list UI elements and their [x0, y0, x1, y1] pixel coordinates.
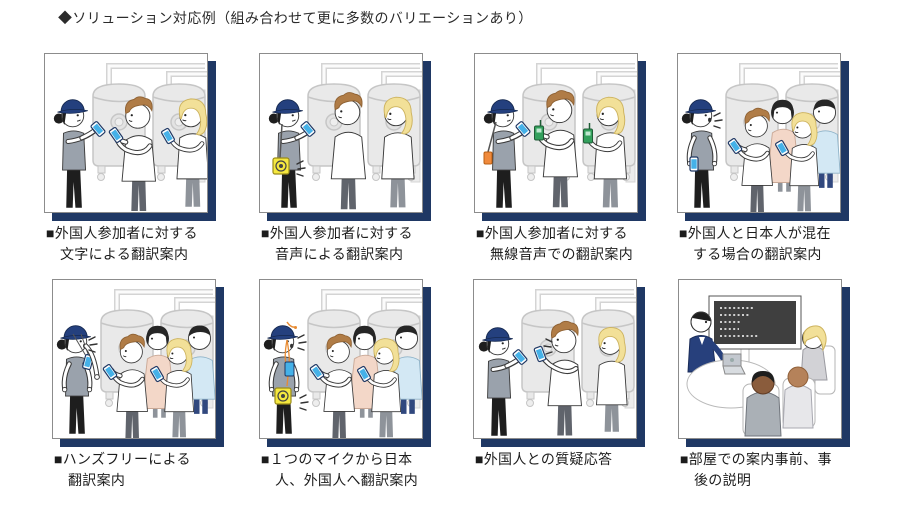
illustration-box	[52, 279, 216, 439]
caption-line: ■外国人との質疑応答	[475, 451, 613, 467]
panel-caption: ■１つのマイクから日本 人、外国人へ翻訳案内	[259, 449, 435, 491]
illustration-text-translation	[45, 54, 207, 212]
panel-one-mic-translation: ■１つのマイクから日本 人、外国人へ翻訳案内	[259, 279, 435, 491]
illustration-one-mic-translation	[260, 280, 422, 438]
caption-line: 文字による翻訳案内	[60, 246, 189, 262]
caption-line: ■１つのマイクから日本	[261, 451, 413, 467]
panel-caption: ■外国人参加者に対する 音声による翻訳案内	[259, 223, 435, 265]
illustration-box	[259, 279, 423, 439]
panel-caption: ■外国人参加者に対する 文字による翻訳案内	[44, 223, 220, 265]
panel-text-translation: ■外国人参加者に対する 文字による翻訳案内	[44, 53, 220, 265]
caption-line: ■外国人と日本人が混在	[679, 225, 831, 241]
caption-line: 後の説明	[694, 472, 752, 488]
caption-line: する場合の翻訳案内	[693, 246, 822, 262]
panel-caption: ■外国人との質疑応答	[473, 449, 649, 470]
panel-caption: ■ハンズフリーによる 翻訳案内	[52, 449, 228, 491]
caption-line: ■部屋での案内事前、事	[680, 451, 832, 467]
illustration-box	[473, 279, 637, 439]
caption-line: ■外国人参加者に対する	[476, 225, 628, 241]
panel-caption: ■外国人参加者に対する 無線音声での翻訳案内	[474, 223, 650, 265]
panel-qa-with-foreigners: ■外国人との質疑応答	[473, 279, 649, 470]
panel-handsfree-translation: ■ハンズフリーによる 翻訳案内	[52, 279, 228, 491]
caption-line: 翻訳案内	[68, 472, 126, 488]
page-title: ◆ソリューション対応例（組み合わせて更に多数のバリエーションあり）	[58, 10, 533, 26]
illustration-box	[677, 53, 841, 213]
panel-caption: ■外国人と日本人が混在 する場合の翻訳案内	[677, 223, 853, 265]
illustration-box	[259, 53, 423, 213]
panel-wireless-voice-translation: ■外国人参加者に対する 無線音声での翻訳案内	[474, 53, 650, 265]
illustration-box	[678, 279, 842, 439]
caption-line: 無線音声での翻訳案内	[490, 246, 633, 262]
panel-room-briefing: ■部屋での案内事前、事 後の説明	[678, 279, 854, 491]
illustration-qa-with-foreigners	[474, 280, 636, 438]
caption-line: 音声による翻訳案内	[275, 246, 404, 262]
caption-line: 人、外国人へ翻訳案内	[275, 472, 418, 488]
caption-line: ■外国人参加者に対する	[46, 225, 198, 241]
panel-mixed-audience-translation: ■外国人と日本人が混在 する場合の翻訳案内	[677, 53, 853, 265]
caption-line: ■ハンズフリーによる	[54, 451, 191, 467]
illustration-box	[44, 53, 208, 213]
illustration-mixed-audience-translation	[678, 54, 840, 212]
panel-voice-translation: ■外国人参加者に対する 音声による翻訳案内	[259, 53, 435, 265]
illustration-voice-translation	[260, 54, 422, 212]
illustration-box	[474, 53, 638, 213]
illustration-wireless-voice-translation	[475, 54, 637, 212]
laptop	[722, 353, 746, 375]
caption-line: ■外国人参加者に対する	[261, 225, 413, 241]
illustration-handsfree-translation	[53, 280, 215, 438]
illustration-room-briefing	[686, 295, 836, 437]
audience	[742, 325, 836, 437]
panel-caption: ■部屋での案内事前、事 後の説明	[678, 449, 854, 491]
